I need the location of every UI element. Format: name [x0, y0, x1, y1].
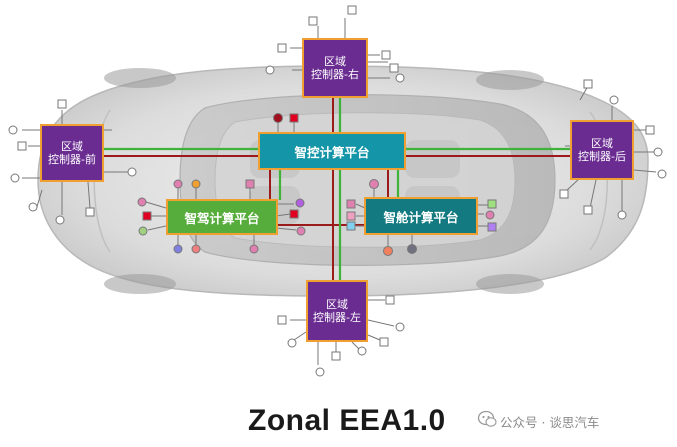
- zone-rear-label-line1: 区域: [591, 137, 613, 150]
- wechat-icon: [477, 410, 497, 427]
- zone-rear-label-line2: 控制器-后: [578, 150, 626, 163]
- zone-controller-front: 区域 控制器-前: [40, 124, 104, 182]
- zone-right-label-line2: 控制器-右: [311, 68, 359, 81]
- zone-left-label-line2: 控制器-左: [313, 311, 361, 324]
- zone-left-stubs: [277, 295, 405, 377]
- cabin-computing-platform: 智舱计算平台: [364, 197, 478, 235]
- cabin-platform-peripherals: [346, 179, 497, 256]
- zone-front-label-line1: 区域: [61, 140, 83, 153]
- zone-controller-rear: 区域 控制器-后: [570, 120, 634, 180]
- car-silhouette: [37, 65, 649, 297]
- control-computing-platform: 智控计算平台: [258, 132, 406, 170]
- zone-left-label-line1: 区域: [326, 298, 348, 311]
- zone-front-stubs: [8, 99, 137, 225]
- zone-right-stubs: [265, 5, 405, 83]
- zone-controller-right: 区域 控制器-右: [302, 38, 368, 98]
- zone-rear-stubs: [559, 79, 667, 220]
- zone-controller-left: 区域 控制器-左: [306, 280, 368, 342]
- control-platform-peripherals: [273, 113, 299, 132]
- driving-computing-platform: 智驾计算平台: [166, 199, 278, 235]
- zone-right-label-line1: 区域: [324, 55, 346, 68]
- watermark-text: 公众号 · 谈思汽车: [500, 415, 600, 430]
- zone-front-label-line2: 控制器-前: [48, 153, 96, 166]
- driving-platform-peripherals: [137, 179, 306, 254]
- diagram-title: Zonal EEA1.0: [248, 404, 446, 437]
